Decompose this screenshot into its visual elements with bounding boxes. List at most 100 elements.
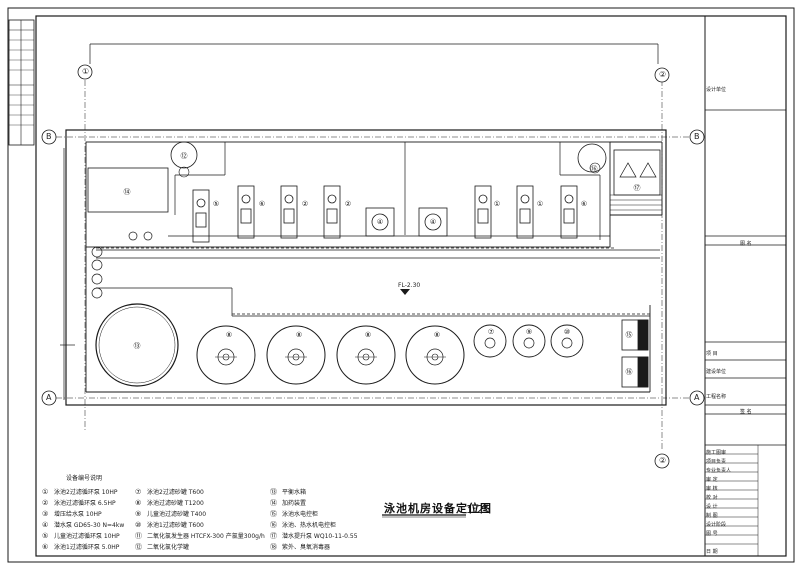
title-block-label: 审 定 (706, 477, 718, 483)
equipment-tag: ⑮ (626, 331, 633, 339)
title-block-label: 项 目 (706, 351, 718, 357)
legend-heading: 设备编号说明 (66, 475, 103, 482)
axis-bubbles (41, 64, 705, 469)
legend-item-text: 平衡水箱 (282, 489, 307, 496)
title-block-label: 设 计 (706, 504, 718, 510)
axis-label-a-left: A (46, 393, 52, 402)
legend-item-text: 泳池1过滤循环泵 5.0HP (54, 544, 120, 551)
legend-item-text: 泳池水电控柜 (282, 511, 319, 518)
legend-item: ⑦ 泳池2过滤砂罐 T600 (135, 486, 265, 497)
equipment-tag: ① (494, 200, 500, 208)
binding-strip (8, 19, 35, 146)
legend-item-text: 泳池过滤循环泵 6.5HP (54, 500, 116, 507)
equipment-tag: ⑦ (488, 328, 494, 336)
title-block-label: 工程名称 (706, 394, 727, 400)
equipment-tag: ② (345, 200, 351, 208)
legend-item-number: ① (42, 487, 49, 496)
outer-border (7, 7, 795, 563)
sand-filters-large (196, 325, 465, 385)
room-outer-wall (65, 129, 667, 406)
title-block-label: 校 对 (706, 495, 718, 501)
axis-label-a-right: A (694, 393, 700, 402)
equipment-tag: ⑤ (213, 200, 219, 208)
legend-item: ⑰ 潜水提升泵 WQ10-11-0.55 (270, 530, 358, 541)
legend-item-text: 泳池1过滤砂罐 T600 (147, 522, 204, 529)
inner-border (35, 15, 787, 557)
legend-item-text: 紫外、臭氧消毒器 (282, 544, 331, 551)
legend-item-number: ⑦ (135, 487, 142, 496)
equipment-tag: ⑥ (259, 200, 265, 208)
dosing-unit (87, 167, 169, 213)
legend-item-text: 增压给水泵 10HP (54, 511, 102, 518)
title-underline (382, 514, 466, 518)
drawing-title: 泳池机房设备定位图 (384, 502, 492, 515)
equipment-tag: ⑭ (124, 188, 131, 196)
legend-item-number: ⑩ (135, 520, 142, 529)
equipment-tag: ⑧ (434, 331, 440, 339)
legend-item-number: ⑰ (270, 531, 277, 540)
legend-item: ⑩ 泳池1过滤砂罐 T600 (135, 519, 265, 530)
equipment-tag: ⑧ (365, 331, 371, 339)
legend-item-number: ⑪ (135, 531, 142, 540)
axis-label-2-bottom: ② (659, 456, 667, 465)
legend-item-text: 泳池2过滤砂罐 T600 (147, 489, 204, 496)
equipment-tag: ⑧ (226, 331, 232, 339)
title-block-label: 设计单位 (706, 87, 727, 93)
top-dimension-line (89, 43, 659, 64)
balance-tank (95, 303, 179, 387)
legend-item: ⑭ 加药装置 (270, 497, 358, 508)
equipment-tag: ④ (430, 218, 436, 226)
sand-filters-small (473, 324, 584, 358)
elevation-label: FL-2.30 (398, 282, 421, 289)
legend-item-text: 泳池、热水机电控柜 (282, 522, 337, 529)
legend-item-text: 加药装置 (282, 500, 307, 507)
legend-item-text: 二氧化氯化学罐 (147, 544, 190, 551)
chem-tank (170, 141, 198, 169)
equipment-tag: ⑬ (134, 342, 141, 350)
legend-item: ⑱ 紫外、臭氧消毒器 (270, 541, 358, 552)
room-inner-wall (85, 141, 611, 248)
legend-item-text: 二氧化氯发生器 HTCFX-300 产氯量300g/h (147, 533, 265, 540)
axis-label-1-top: ① (82, 67, 90, 76)
legend-item-text: 泳池2过滤循环泵 10HP (54, 489, 118, 496)
legend-item-number: ② (42, 498, 49, 507)
title-block-label: 设计阶段 (706, 522, 727, 528)
equipment-tag: ⑰ (634, 184, 641, 192)
equipment-tag: ⑫ (181, 152, 188, 160)
title-block-label: 日 期 (706, 549, 718, 555)
legend-item-number: ⑱ (270, 542, 277, 551)
legend-item-number: ⑮ (270, 509, 277, 518)
legend-item-text: 潜水泵 GD65-30 N=4kw (54, 522, 125, 529)
title-block-label: 建设单位 (706, 369, 727, 375)
title-block-label: 审 核 (706, 486, 718, 492)
legend-item-number: ⑤ (42, 531, 49, 540)
legend-item: ② 泳池过滤循环泵 6.5HP (42, 497, 124, 508)
title-block-label: 签 名 (740, 409, 752, 415)
title-block-label: 图 名 (740, 241, 752, 247)
drawing-scale: 1:25 (466, 503, 491, 516)
legend-item-number: ⑭ (270, 498, 277, 507)
legend-item: ① 泳池2过滤循环泵 10HP (42, 486, 124, 497)
pump-row (192, 185, 578, 243)
legend-item-text: 儿童池过滤循环泵 10HP (54, 533, 120, 540)
sump-pit-right (418, 207, 448, 237)
equipment-tag: ⑥ (581, 200, 587, 208)
title-block-label: 项目负责 (706, 459, 727, 465)
equipment-tag: ⑯ (626, 368, 633, 376)
elevation-arrow (400, 289, 410, 295)
legend-item-text: 儿童池过滤砂罐 T400 (147, 511, 207, 518)
title-block-label: 专业负责人 (706, 468, 732, 474)
legend-item-text: 潜水提升泵 WQ10-11-0.55 (282, 533, 358, 540)
legend-item-number: ⑥ (42, 542, 49, 551)
legend-item: ⑥ 泳池1过滤循环泵 5.0HP (42, 541, 124, 552)
